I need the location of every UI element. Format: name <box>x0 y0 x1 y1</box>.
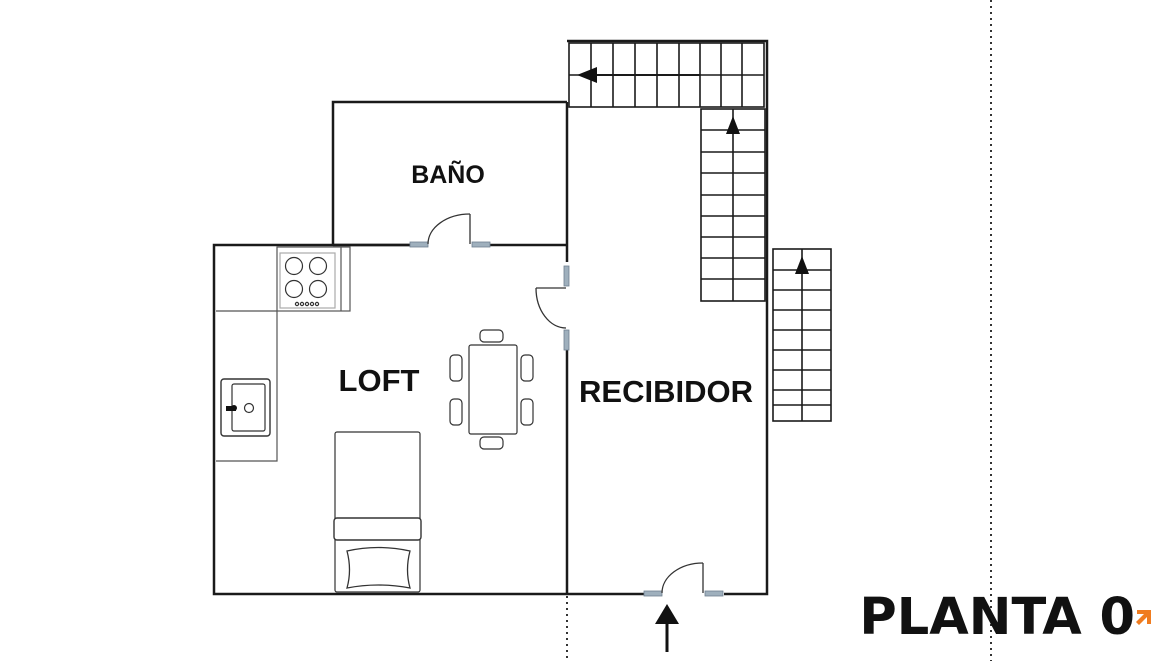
stair-exterior <box>772 248 832 422</box>
stair-arrow-up-icon <box>726 116 740 134</box>
logo-mark-icon <box>1136 610 1151 625</box>
door-loft <box>535 287 567 329</box>
room-label-bano: BAÑO <box>411 159 485 189</box>
kitchen-counter <box>216 246 351 462</box>
stair-arrow-left-icon <box>577 67 597 83</box>
door-jambs <box>409 241 724 597</box>
room-label-loft: LOFT <box>339 363 420 398</box>
dining-table-icon <box>449 329 534 450</box>
floor-title: PLANTA 0 <box>859 588 1135 647</box>
entrance-arrow-icon <box>655 604 679 652</box>
sink-icon <box>220 378 271 437</box>
stair-recibidor <box>700 108 766 302</box>
stove-icon <box>279 252 336 309</box>
bed-icon <box>333 431 422 593</box>
door-bano <box>427 213 471 245</box>
stair-top <box>568 42 765 108</box>
room-label-recibidor: RECIBIDOR <box>579 374 753 409</box>
walls <box>212 39 769 596</box>
stair-arrow-up-icon <box>795 256 809 274</box>
door-entrance <box>661 562 704 594</box>
